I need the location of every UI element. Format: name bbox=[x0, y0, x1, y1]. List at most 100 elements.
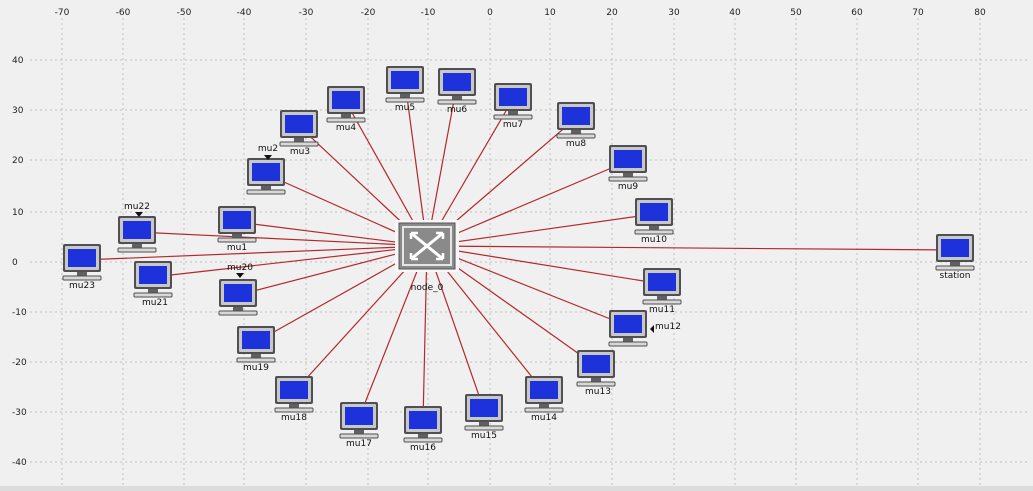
x-tick-label: 50 bbox=[790, 8, 802, 18]
monitor-stand bbox=[400, 94, 410, 98]
x-tick-label: 30 bbox=[668, 8, 680, 18]
node-mu18-computer-icon[interactable] bbox=[274, 376, 314, 413]
screen bbox=[443, 73, 471, 91]
screen bbox=[499, 88, 527, 106]
link-mu21 bbox=[152, 245, 428, 278]
node-label: station bbox=[940, 271, 971, 281]
x-tick-label: -60 bbox=[116, 8, 131, 18]
y-tick-label: -10 bbox=[12, 308, 27, 318]
node-mu6-computer-icon[interactable] bbox=[437, 68, 477, 105]
keyboard bbox=[576, 381, 616, 387]
hub-arrowheads bbox=[409, 231, 445, 261]
node-mu14-computer-icon[interactable] bbox=[524, 376, 564, 413]
monitor-stand bbox=[591, 378, 601, 382]
x-tick-label: -30 bbox=[299, 8, 314, 18]
hub-switch-icon[interactable] bbox=[395, 220, 459, 272]
keyboard bbox=[326, 117, 366, 123]
monitor-stand bbox=[132, 244, 142, 248]
node-mu19-computer-icon[interactable] bbox=[236, 326, 276, 363]
node-label: mu10 bbox=[641, 235, 667, 245]
screen bbox=[224, 284, 252, 302]
node-mu3-computer-icon[interactable] bbox=[279, 110, 319, 147]
screen bbox=[582, 355, 610, 373]
node-label: mu6 bbox=[447, 105, 467, 115]
keyboard bbox=[217, 237, 257, 243]
link-mu22 bbox=[136, 231, 428, 247]
node-mu1-computer-icon[interactable] bbox=[217, 206, 257, 243]
keyboard bbox=[634, 229, 674, 235]
y-tick-label: 40 bbox=[12, 56, 24, 66]
keyboard bbox=[133, 292, 173, 298]
monitor-stand bbox=[950, 262, 960, 266]
node-mu13-computer-icon[interactable] bbox=[576, 350, 616, 387]
keyboard bbox=[608, 341, 648, 347]
node-mu12-computer-icon[interactable] bbox=[608, 310, 648, 347]
keyboard bbox=[608, 176, 648, 182]
node-label: mu14 bbox=[531, 413, 557, 423]
node-mu2-computer-icon[interactable] bbox=[246, 158, 286, 195]
monitor-stand bbox=[354, 430, 364, 434]
station-computer-icon[interactable] bbox=[935, 234, 975, 271]
node-label: mu22 bbox=[124, 202, 150, 212]
y-tick-label: -20 bbox=[12, 358, 27, 368]
link-mu15 bbox=[426, 245, 485, 411]
node-mu10-computer-icon[interactable] bbox=[634, 198, 674, 235]
node-mu4-computer-icon[interactable] bbox=[326, 86, 366, 123]
monitor-stand bbox=[479, 422, 489, 426]
monitor-stand bbox=[148, 289, 158, 293]
screen bbox=[285, 115, 313, 133]
node-label: mu1 bbox=[227, 243, 247, 253]
node-mu16-computer-icon[interactable] bbox=[403, 406, 443, 443]
screen bbox=[123, 221, 151, 239]
node-label: mu21 bbox=[142, 298, 168, 308]
keyboard bbox=[437, 99, 477, 105]
screen bbox=[941, 239, 969, 257]
monitor-stand bbox=[341, 114, 351, 118]
keyboard bbox=[218, 310, 258, 316]
screen bbox=[345, 407, 373, 425]
node-mu5-computer-icon[interactable] bbox=[385, 66, 425, 103]
y-tick-label: 10 bbox=[12, 208, 24, 218]
screen bbox=[562, 107, 590, 125]
screen bbox=[614, 315, 642, 333]
x-tick-label: 40 bbox=[729, 8, 741, 18]
screen bbox=[409, 411, 437, 429]
node-mu21-computer-icon[interactable] bbox=[133, 261, 173, 298]
node-mu11-computer-icon[interactable] bbox=[642, 268, 682, 305]
screen bbox=[640, 203, 668, 221]
x-tick-label: 0 bbox=[487, 8, 493, 18]
node-label: mu18 bbox=[281, 413, 307, 423]
monitor-stand bbox=[657, 296, 667, 300]
monitor-stand bbox=[623, 173, 633, 177]
node-label: mu12 bbox=[655, 322, 681, 332]
pointer-marker-icon bbox=[236, 273, 244, 278]
node-mu7-computer-icon[interactable] bbox=[493, 83, 533, 120]
keyboard bbox=[385, 97, 425, 103]
node-mu15-computer-icon[interactable] bbox=[464, 394, 504, 431]
screen bbox=[223, 211, 251, 229]
monitor-stand bbox=[294, 138, 304, 142]
keyboard bbox=[464, 425, 504, 431]
node-mu9-computer-icon[interactable] bbox=[608, 145, 648, 182]
node-label: mu5 bbox=[395, 103, 415, 113]
link-mu16 bbox=[422, 245, 428, 423]
keyboard bbox=[236, 357, 276, 363]
keyboard bbox=[935, 265, 975, 271]
node-label: mu3 bbox=[290, 147, 310, 157]
node-mu17-computer-icon[interactable] bbox=[339, 402, 379, 439]
keyboard bbox=[117, 247, 157, 253]
link-mu12 bbox=[426, 245, 629, 327]
hub-cross bbox=[410, 231, 444, 261]
y-tick-label: 0 bbox=[12, 258, 18, 268]
node-mu20-computer-icon[interactable] bbox=[218, 279, 258, 316]
link-mu17 bbox=[358, 245, 428, 419]
screen bbox=[252, 163, 280, 181]
monitor-stand bbox=[289, 404, 299, 408]
y-tick-label: 30 bbox=[12, 106, 24, 116]
node-mu8-computer-icon[interactable] bbox=[556, 102, 596, 139]
node-mu22-computer-icon[interactable] bbox=[117, 216, 157, 253]
node-mu23-computer-icon[interactable] bbox=[62, 244, 102, 281]
monitor-stand bbox=[539, 404, 549, 408]
node-label: mu16 bbox=[410, 443, 436, 453]
